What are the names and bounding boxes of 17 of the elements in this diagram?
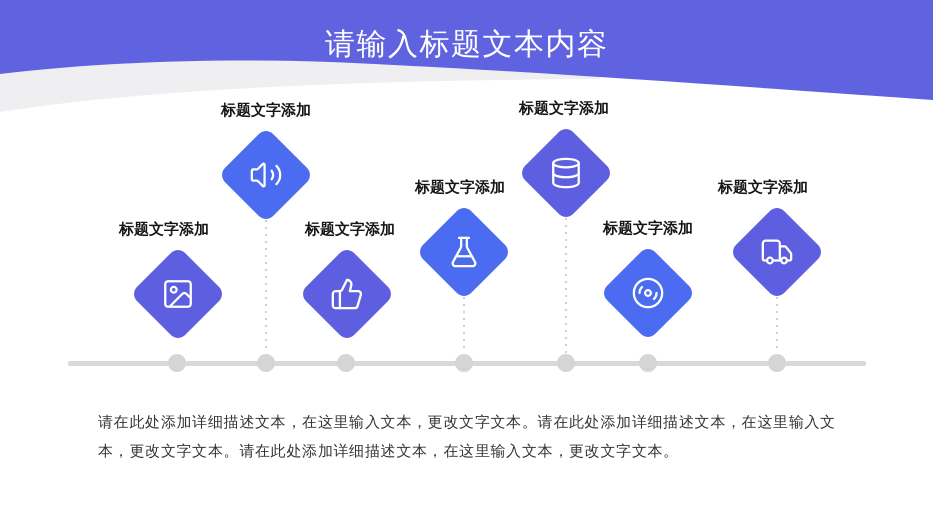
timeline-dot	[257, 354, 275, 372]
step-title: 标题文字添加	[415, 178, 505, 198]
page-title: 请输入标题文本内容	[324, 27, 608, 63]
timeline-dot	[337, 354, 355, 372]
timeline-dot	[455, 354, 473, 372]
step-title: 标题文字添加	[603, 219, 693, 239]
step-title: 标题文字添加	[305, 220, 395, 240]
timeline-dot	[168, 354, 186, 372]
step-title: 标题文字添加	[519, 99, 609, 119]
timeline-dot	[557, 354, 575, 372]
step-title: 标题文字添加	[119, 220, 209, 240]
dotted-connector	[565, 218, 567, 353]
timeline-dot	[768, 354, 786, 372]
description-text: 请在此处添加详细描述文本，在这里输入文本，更改文字文本。请在此处添加详细描述文本，在这里输入文本，更改文字文本。请在此处添加详细描述文本，在这里输入文本，更改文字文本。	[98, 413, 837, 462]
timeline-dot	[639, 354, 657, 372]
step-title: 标题文字添加	[718, 178, 808, 198]
step-title: 标题文字添加	[221, 101, 311, 121]
